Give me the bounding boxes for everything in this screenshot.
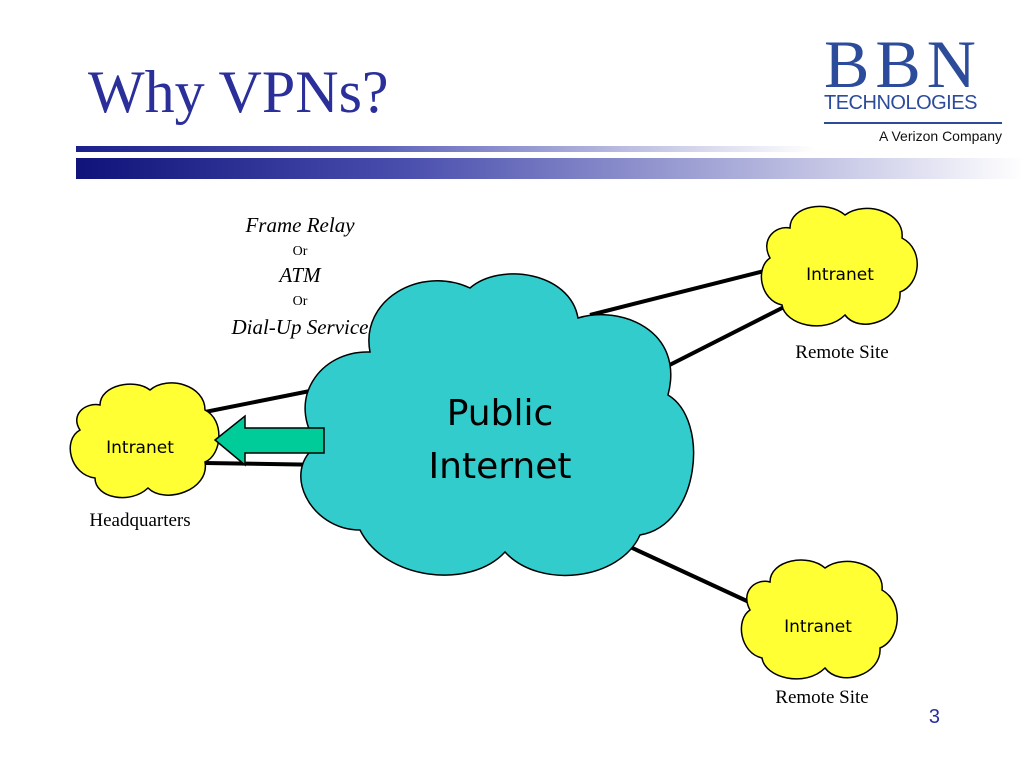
logo-tagline: A Verizon Company [879, 128, 1002, 144]
remote-site-label-top: Remote Site [795, 342, 888, 363]
intranet-label-remote-top: Intranet [806, 265, 874, 285]
option-dial-up: Dial-Up Service [230, 315, 368, 339]
option-or-2: Or [293, 294, 308, 309]
slide-title: Why VPNs? [88, 59, 389, 125]
left-arrow-icon [213, 414, 325, 467]
option-atm: ATM [277, 263, 322, 287]
link-remote-top-1 [589, 268, 769, 317]
link-remote-bottom [614, 538, 763, 610]
logo-rule [824, 122, 1002, 124]
intranet-cloud-remote-bottom: Intranet [740, 559, 898, 680]
option-frame-relay: Frame Relay [244, 213, 355, 237]
connection-options: Frame Relay Or ATM Or Dial-Up Service [230, 213, 368, 339]
public-internet-cloud: Public Internet [300, 273, 695, 577]
cloud-label-public: Public [447, 393, 554, 434]
intranet-label-remote-bottom: Intranet [784, 617, 852, 637]
headquarters-label: Headquarters [89, 510, 190, 531]
option-or-1: Or [293, 244, 308, 259]
bbn-logo: BBN TECHNOLOGIES A Verizon Company [818, 30, 1008, 150]
remote-site-label-bottom: Remote Site [775, 687, 868, 708]
page-number: 3 [928, 706, 940, 728]
logo-letters: BBN [824, 26, 982, 102]
logo-technologies: TECHNOLOGIES [824, 92, 977, 114]
intranet-label-hq: Intranet [106, 438, 174, 458]
title-bar-thick [76, 158, 1024, 179]
cloud-label-internet: Internet [429, 446, 572, 487]
intranet-cloud-remote-top: Intranet [760, 205, 918, 327]
title-bar-thin [76, 146, 816, 152]
intranet-cloud-headquarters: Intranet [69, 382, 220, 499]
